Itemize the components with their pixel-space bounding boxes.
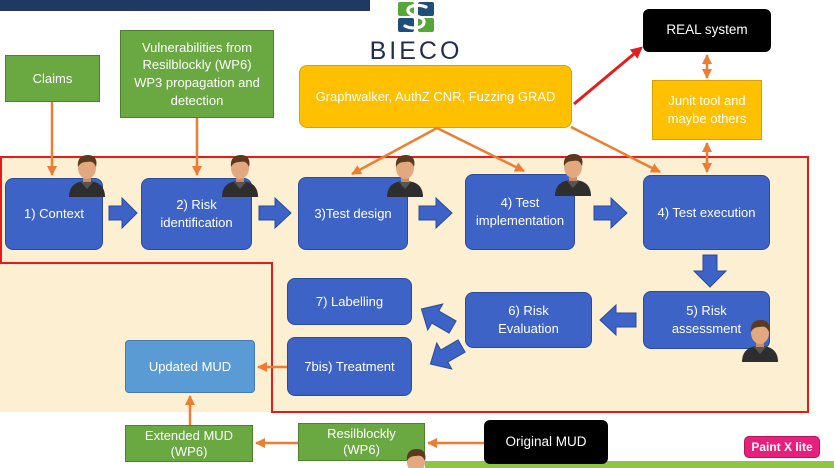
- step-risk-identification-line-1: 2) Risk: [176, 197, 217, 213]
- step-test-execution-label: 4) Test execution: [657, 204, 756, 220]
- test-tools-label: Graphwalker, AuthZ CNR, Fuzzing GRAD: [315, 88, 556, 104]
- updated-mud-label: Updated MUD: [148, 358, 232, 374]
- step-context-label: 1) Context: [24, 206, 84, 222]
- updated-mud-box: Updated MUD: [125, 340, 255, 393]
- step-labelling: 7) Labelling: [287, 278, 412, 325]
- header-bar: [0, 0, 370, 11]
- vulnerabilities-box: Vulnerabilities from Resilblockly (WP6) …: [120, 30, 274, 118]
- person-icon: [385, 153, 425, 197]
- step-risk-evaluation-line-2: Evaluation: [498, 321, 559, 336]
- step-test-implementation: 4) Test implementation: [465, 174, 575, 250]
- step-test-implementation-line-1: 4) Test: [500, 195, 540, 211]
- vulnerabilities-line-4: detection: [170, 92, 224, 108]
- step-test-implementation-line-2: implementation: [475, 213, 565, 228]
- step-risk-assessment: 5) Risk assessment: [643, 291, 770, 349]
- test-tools-box: Graphwalker, AuthZ CNR, Fuzzing GRAD: [299, 65, 572, 128]
- bieco-logo-text: BIECO: [369, 37, 463, 65]
- step-test-execution: 4) Test execution: [643, 175, 770, 250]
- vulnerabilities-line-2: Resilblockly (WP6): [142, 57, 252, 73]
- scope-outline: [0, 156, 809, 413]
- extended-mud-box: Extended MUD (WP6): [125, 425, 253, 462]
- step-risk-evaluation: 6) Risk Evaluation: [465, 292, 592, 348]
- resilblockly-box: Resilblockly (WP6): [298, 423, 425, 461]
- vulnerabilities-line-1: Vulnerabilities from: [141, 39, 253, 55]
- person-icon: [396, 447, 436, 468]
- claims-box: Claims: [5, 55, 100, 102]
- step-risk-evaluation-line-1: 6) Risk: [508, 303, 549, 319]
- extended-mud-line-2: (WP6): [170, 443, 208, 459]
- real-system-box: REAL system: [643, 9, 771, 52]
- extended-mud-line-1: Extended MUD: [144, 427, 234, 443]
- step-treatment: 7bis) Treatment: [287, 337, 412, 396]
- resilblockly-line-2: (WP6): [343, 442, 380, 457]
- junit-line-2: maybe others: [667, 111, 747, 126]
- bottom-rule: [425, 461, 834, 468]
- junit-line-1: Junit tool and: [668, 93, 746, 109]
- step-risk-identification-line-2: identification: [160, 215, 233, 230]
- step-treatment-label: 7bis) Treatment: [304, 358, 395, 374]
- person-icon: [553, 152, 593, 196]
- step-risk-assessment-line-1: 5) Risk: [686, 303, 727, 319]
- person-icon: [67, 153, 107, 197]
- step-risk-assessment-line-2: assessment: [671, 321, 742, 336]
- step-test-design-label: 3)Test design: [314, 205, 392, 221]
- vulnerabilities-line-3: WP3 propagation and: [134, 75, 260, 90]
- step-labelling-label: 7) Labelling: [315, 293, 384, 309]
- resilblockly-line-1: Resilblockly: [327, 426, 396, 442]
- real-system-label: REAL system: [666, 22, 748, 38]
- original-mud-label: Original MUD: [505, 433, 587, 449]
- person-icon: [220, 153, 260, 197]
- paint-x-lite-button[interactable]: Paint X lite: [745, 437, 819, 457]
- junit-box: Junit tool and maybe others: [652, 80, 762, 140]
- original-mud-box: Original MUD: [484, 420, 608, 464]
- claims-label: Claims: [32, 70, 73, 86]
- bieco-logo-icon: [398, 2, 434, 32]
- person-icon: [740, 318, 780, 362]
